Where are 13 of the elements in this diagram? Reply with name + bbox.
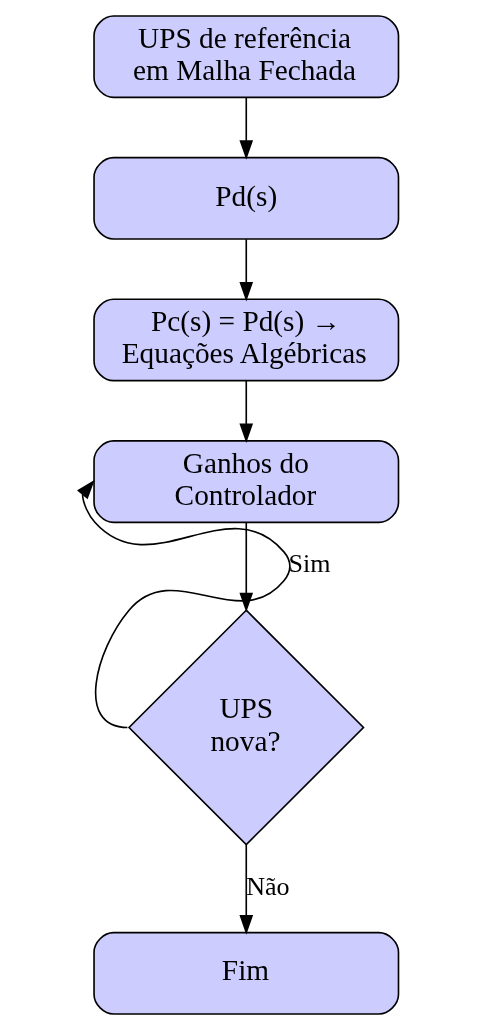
node-box: Pc(s) = Pd(s) → Equações Algébricas <box>92 298 399 382</box>
node-box: UPS de referência em Malha Fechada <box>92 15 399 99</box>
node-box: Pd(s) <box>92 156 399 240</box>
edge-label: Sim <box>288 549 331 579</box>
arrow <box>238 843 253 935</box>
node-diamond: UPS nova? <box>127 609 365 846</box>
node-box: Fim <box>92 931 399 1015</box>
arrow <box>238 238 253 302</box>
arrow <box>238 96 253 160</box>
node-box: Ganhos do Controlador <box>92 440 399 524</box>
arrow <box>76 479 291 729</box>
arrow <box>238 380 253 444</box>
edge-label: Não <box>245 871 290 901</box>
